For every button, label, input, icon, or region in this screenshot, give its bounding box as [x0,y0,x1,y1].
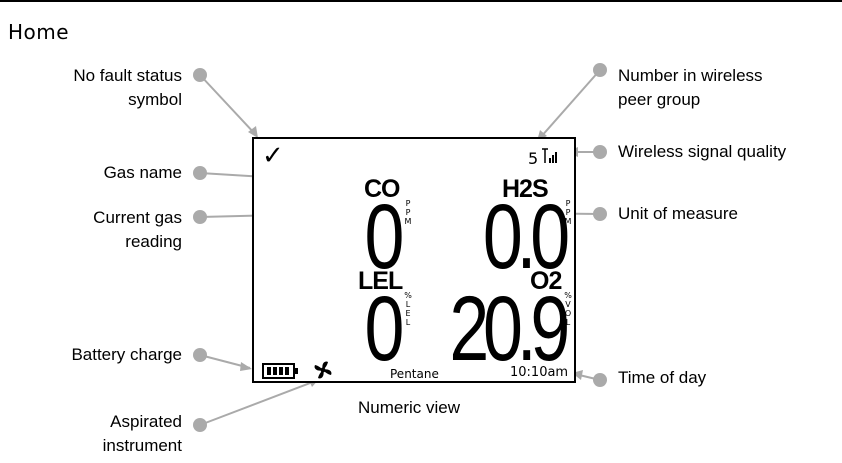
gas-name-co: CO [364,175,400,203]
callout-signal: Wireless signal quality [618,142,787,161]
callout-gas-name: Gas name [103,163,182,182]
leader-aspirated [199,379,319,426]
dot-no-fault [193,68,207,82]
gas-name-o2: O2 [530,267,562,295]
battery-icon [262,363,298,379]
no-fault-check-icon: ✓ [262,141,284,171]
dot-signal [593,145,607,159]
reading-lel: 0 [364,278,404,380]
reading-co: 0 [364,186,404,288]
reading-o2: 20.9 [449,278,570,380]
callout-unit: Unit of measure [618,204,738,223]
leader-no-fault [199,74,257,136]
leader-peer-group [539,69,601,139]
dot-gas-name [193,166,207,180]
peer-count: 5 [528,149,539,168]
gas-name-h2s: H2S [502,175,549,203]
dot-reading [193,210,207,224]
arrowhead-no-fault [248,126,258,138]
time-of-day: 10:10am [510,365,569,380]
top-rule [0,0,842,2]
reading-h2s: 0.0 [482,186,570,288]
section-title: Home [8,20,70,44]
arrowhead-battery [240,362,252,371]
dot-peer-group [593,63,607,77]
figure-caption: Numeric view [358,398,461,417]
fan-icon [314,361,332,379]
callout-battery: Battery charge [71,345,182,364]
gas-name-lel: LEL [358,267,403,295]
signal-bars-icon [542,148,557,163]
combustible-name: Pentane [390,367,439,381]
callout-time: Time of day [618,368,707,387]
dot-time [593,373,607,387]
dot-unit [593,207,607,221]
dot-aspirated [193,418,207,432]
dot-battery [193,348,207,362]
